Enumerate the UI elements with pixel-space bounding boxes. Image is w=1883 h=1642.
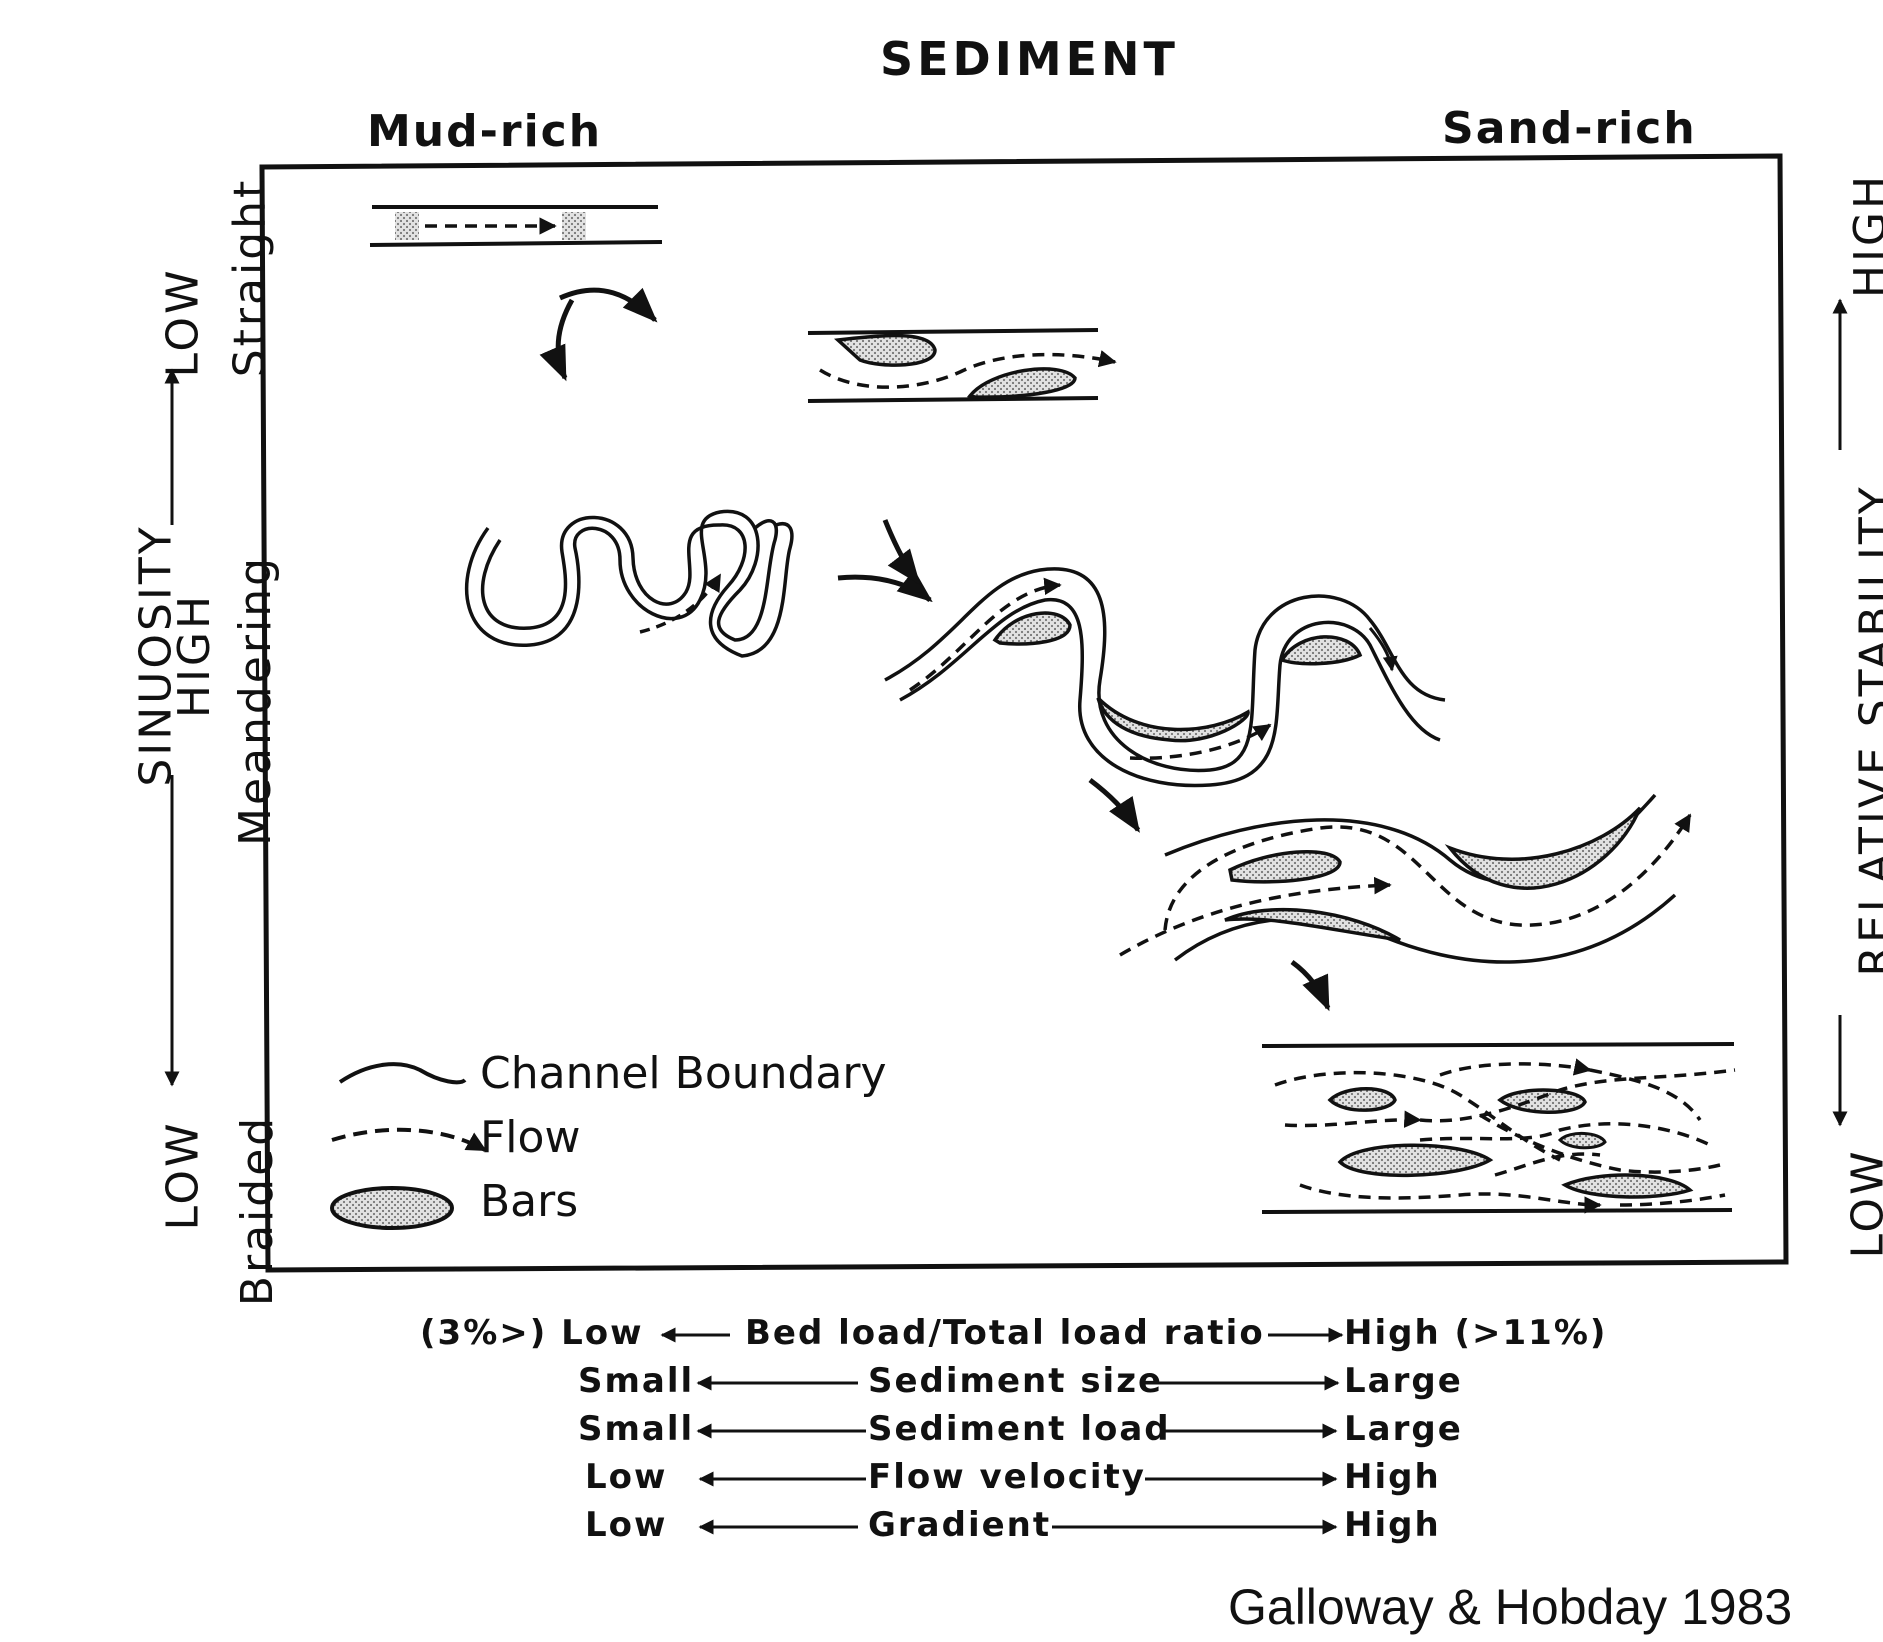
bar: [1279, 635, 1363, 666]
low-sinuosity-channel: [1119, 793, 1692, 964]
trend-left: Small: [578, 1409, 695, 1449]
trend-arrows: [660, 1327, 1344, 1535]
trend-left: Low: [585, 1457, 668, 1497]
stability-low: LOW: [1842, 1148, 1883, 1259]
trend-right: High: [1344, 1457, 1441, 1497]
bar: [966, 367, 1077, 399]
sand-rich-label: Sand-rich: [1442, 103, 1697, 154]
flow-symbol: [331, 1127, 487, 1152]
straight-channel: [369, 205, 663, 247]
bar: [1444, 806, 1642, 890]
bar: [1228, 849, 1342, 884]
trend-right: Large: [1344, 1409, 1463, 1449]
tight-meandering-channel: [465, 509, 794, 658]
bar: [833, 333, 937, 367]
bar: [992, 611, 1072, 646]
trend-right: High: [1344, 1505, 1441, 1545]
straight-label: Straight: [224, 177, 276, 378]
trend-label: Sediment load: [868, 1409, 1171, 1449]
mud-rich-label: Mud-rich: [367, 106, 603, 157]
sand-meandering-channel: [884, 567, 1446, 788]
legend-bars: Bars: [480, 1176, 579, 1227]
diagram-frame: [259, 153, 1789, 1273]
sediment-title: SEDIMENT: [880, 32, 1179, 86]
transition-arrow-4: [1290, 959, 1331, 1012]
transition-arrows-1: [539, 287, 658, 382]
trend-label: Sediment size: [868, 1361, 1164, 1401]
bar: [1561, 1173, 1694, 1199]
transition-arrow-3: [1088, 778, 1141, 833]
bar: [1557, 1132, 1607, 1150]
channel-boundary-symbol: [338, 1062, 467, 1085]
stability-title: RELATIVE STABILITY: [1850, 484, 1883, 977]
legend-flow: Flow: [480, 1112, 581, 1163]
braided-channel: [1261, 1042, 1736, 1214]
bar: [1096, 696, 1250, 743]
alternate-bar-channel: [807, 328, 1117, 403]
trend-left: Small: [578, 1361, 695, 1401]
legend-symbols: [330, 1062, 487, 1230]
meandering-label: Meandering: [230, 554, 282, 847]
stability-high: HIGH: [1845, 172, 1883, 299]
trend-right: High (>11%): [1344, 1313, 1608, 1353]
bar: [1224, 907, 1401, 942]
trend-left: (3%>) Low: [420, 1313, 644, 1353]
trend-right: Large: [1344, 1361, 1463, 1401]
sinuosity-bottom-low: LOW: [157, 1120, 209, 1231]
trend-label: Flow velocity: [868, 1457, 1146, 1497]
legend-channel-boundary: Channel Boundary: [480, 1048, 887, 1099]
bar: [1337, 1143, 1494, 1178]
sinuosity-top-low: LOW: [157, 267, 209, 378]
braided-label: Braided: [232, 1114, 284, 1307]
trend-label: Bed load/Total load ratio: [745, 1313, 1265, 1353]
transition-arrows-2: [837, 519, 933, 603]
bar: [1497, 1088, 1587, 1114]
credit: Galloway & Hobday 1983: [1228, 1579, 1793, 1635]
bars-symbol: [330, 1186, 454, 1230]
sinuosity-high: HIGH: [169, 592, 221, 719]
trend-label: Gradient: [868, 1505, 1052, 1545]
bar: [1327, 1087, 1397, 1112]
trend-left: Low: [585, 1505, 668, 1545]
